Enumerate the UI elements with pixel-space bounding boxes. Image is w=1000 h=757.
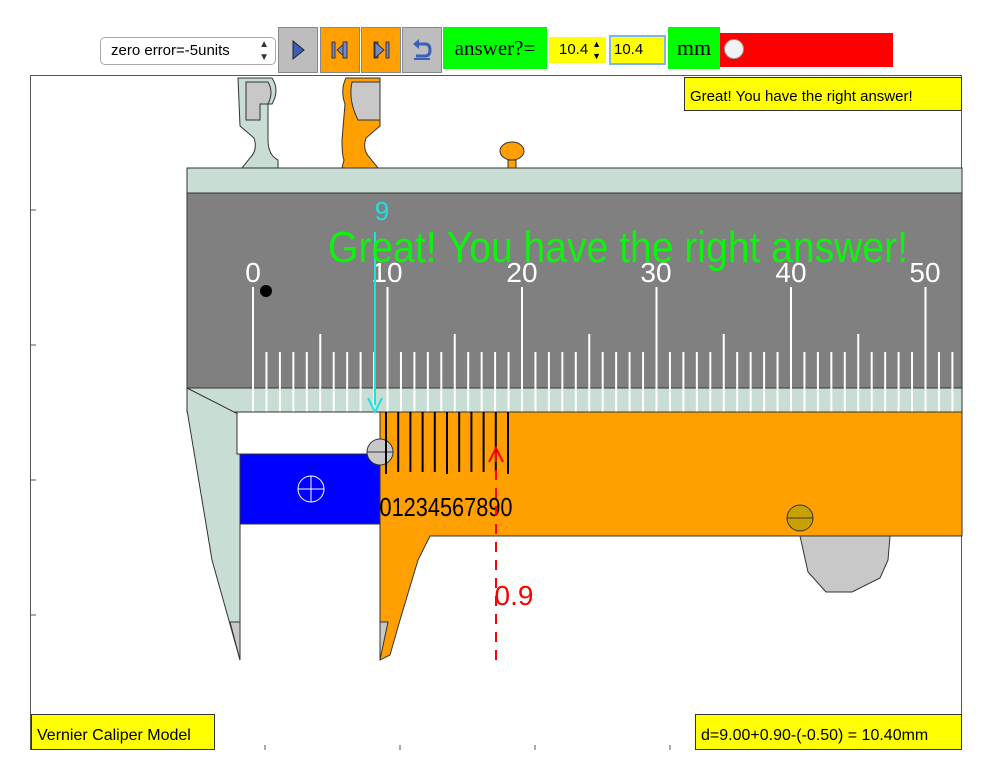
reset-button[interactable] bbox=[402, 27, 442, 73]
main-reading-value: 9 bbox=[375, 196, 389, 226]
zero-error-select-value: zero error=-5units bbox=[111, 42, 230, 59]
main-scale-label: 20 bbox=[506, 257, 537, 288]
jaw-gap bbox=[236, 411, 381, 455]
main-scale-label: 50 bbox=[909, 257, 940, 288]
thumb-wheel[interactable] bbox=[799, 535, 891, 593]
vernier-reading-value: 0.9 bbox=[495, 580, 534, 611]
main-scale-label: 10 bbox=[371, 257, 402, 288]
overlay-feedback: Great! You have the right answer! bbox=[328, 223, 908, 272]
beam-top-rail bbox=[186, 167, 963, 194]
play-icon bbox=[292, 39, 305, 61]
vernier-slider[interactable] bbox=[379, 411, 963, 661]
feedback-box: Great! You have the right answer! bbox=[684, 77, 962, 111]
model-title: Vernier Caliper Model bbox=[31, 714, 215, 750]
main-scale-body bbox=[186, 192, 963, 389]
formula-readout: d=9.00+0.90-(-0.50) = 10.40mm bbox=[695, 714, 962, 750]
lock-screw-icon[interactable] bbox=[499, 141, 525, 161]
main-scale-label: 40 bbox=[775, 257, 806, 288]
object-crosshair-icon bbox=[297, 475, 325, 503]
slider-knob[interactable] bbox=[724, 39, 744, 59]
step-forward-icon bbox=[373, 41, 390, 59]
fixed-lower-jaw-tip bbox=[229, 621, 241, 661]
step-forward-button[interactable] bbox=[361, 27, 401, 73]
measurement-slider[interactable] bbox=[720, 33, 893, 67]
sliding-upper-jaw-tip bbox=[350, 81, 381, 121]
answer-input[interactable]: 10.4 bbox=[609, 35, 666, 65]
spinner-arrows-icon: ▲▼ bbox=[592, 39, 601, 61]
play-button[interactable] bbox=[278, 27, 318, 73]
vernier-reading-arrowhead-icon bbox=[488, 445, 504, 463]
main-scale-label: 30 bbox=[640, 257, 671, 288]
answer-label: answer?= bbox=[443, 27, 547, 69]
reset-icon bbox=[413, 39, 432, 60]
step-back-button[interactable] bbox=[320, 27, 360, 73]
answer-spinner[interactable]: 10.4 ▲▼ bbox=[549, 37, 606, 63]
select-arrows-icon: ▲▼ bbox=[259, 39, 269, 63]
fixed-upper-jaw-tip bbox=[245, 81, 272, 121]
step-back-icon bbox=[331, 41, 348, 59]
zero-error-select[interactable]: zero error=-5units ▲▼ bbox=[100, 37, 276, 65]
zero-mark-dot bbox=[260, 285, 272, 297]
vernier-scale-ticks bbox=[385, 412, 509, 474]
answer-spinner-value: 10.4 bbox=[559, 41, 589, 58]
main-scale-labels: 0 10 20 30 40 50 bbox=[245, 257, 940, 288]
sliding-lower-jaw-tip bbox=[379, 621, 389, 661]
lock-screw-stem bbox=[507, 159, 517, 169]
main-reading-arrowhead-icon bbox=[367, 397, 383, 415]
main-scale-ticks bbox=[252, 287, 954, 412]
main-scale-label: 0 bbox=[245, 257, 261, 288]
fixed-lower-jaw bbox=[186, 387, 241, 661]
unit-label: mm bbox=[668, 27, 720, 69]
vernier-scale-digits: 01234567890 bbox=[380, 492, 513, 522]
